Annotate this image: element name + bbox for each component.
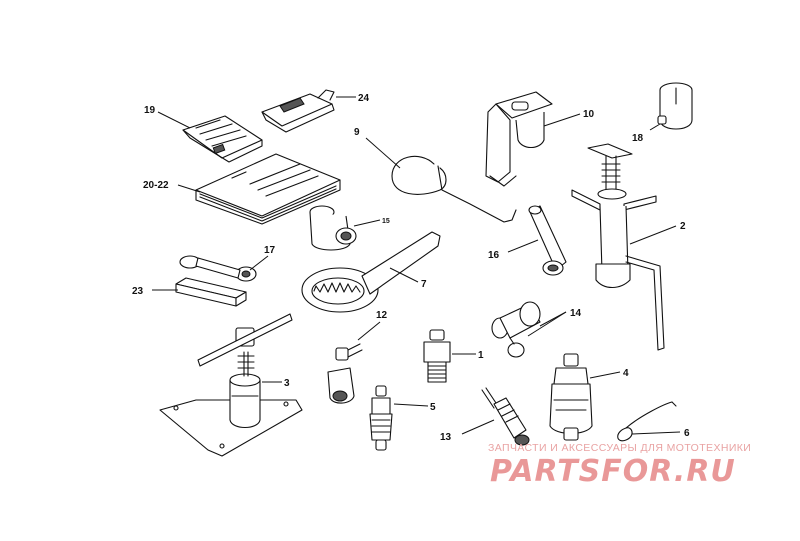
tool-20-22-manual: 20-22 [143, 153, 341, 225]
label-6: 6 [684, 428, 690, 439]
tool-5-valve: 5 [369, 385, 436, 451]
tool-2-puller: 2 [571, 143, 686, 351]
label-16: 16 [488, 250, 500, 261]
label-17: 17 [264, 245, 276, 256]
label-7: 7 [421, 279, 427, 290]
tool-9-loop: 9 [354, 127, 517, 223]
label-19: 19 [144, 105, 156, 116]
tool-23-bar: 23 [132, 277, 247, 307]
label-14: 14 [570, 308, 582, 319]
label-1: 1 [478, 350, 484, 361]
tool-15-socket: 15 [309, 205, 390, 251]
label-10: 10 [583, 109, 595, 120]
label-15: 15 [382, 218, 390, 225]
tool-19-booklet: 19 [144, 105, 263, 163]
tool-12-extractor: 12 [327, 310, 388, 404]
label-20-22: 20-22 [143, 180, 169, 191]
tool-4-puller: 4 [549, 353, 629, 441]
label-23: 23 [132, 286, 144, 297]
label-5: 5 [430, 402, 436, 413]
tool-10-bracket: 10 [485, 91, 595, 187]
tool-6-hook: 6 [617, 401, 690, 442]
tool-13-pin-tool: 13 [440, 387, 530, 446]
label-18: 18 [632, 133, 644, 144]
tool-1-stud: 1 [423, 329, 484, 383]
tool-3-press: 3 [159, 313, 303, 457]
label-9: 9 [354, 127, 360, 138]
tool-17-wrench: 17 [179, 245, 276, 282]
label-3: 3 [284, 378, 290, 389]
watermark-caption: ЗАПЧАСТИ И АКСЕССУАРЫ ДЛЯ МОТОТЕХНИКИ [488, 442, 752, 454]
label-13: 13 [440, 432, 452, 443]
watermark-brand-logo: PARTSFOR.RU [490, 454, 736, 489]
tool-7-spanner: 7 [301, 231, 441, 313]
label-4: 4 [623, 368, 629, 379]
tool-16-socket: 16 [488, 205, 567, 276]
label-12: 12 [376, 310, 388, 321]
label-24: 24 [358, 93, 370, 104]
tool-18-puller: 18 [632, 82, 693, 144]
tool-14-pulley: 14 [491, 301, 582, 358]
tool-24-pouch: 24 [261, 89, 370, 133]
label-2: 2 [680, 221, 686, 232]
